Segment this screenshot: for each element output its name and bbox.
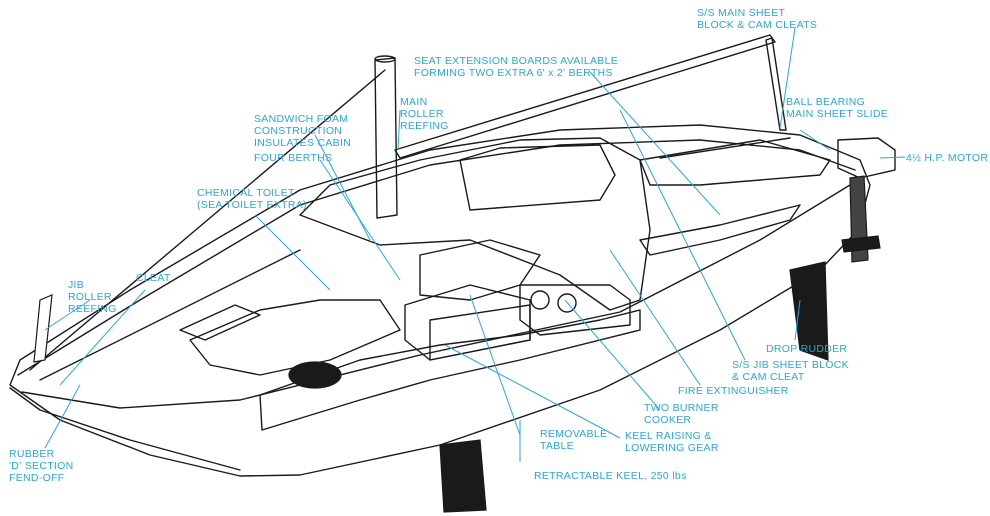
motor-prop xyxy=(841,235,881,253)
label-line: FEND-OFF xyxy=(9,472,65,484)
label-chemical-toilet: CHEMICAL TOILET (SEA TOILET EXTRA) xyxy=(197,187,307,211)
jib-roller xyxy=(33,294,53,363)
label-retractable-keel: RETRACTABLE KEEL, 250 lbs xyxy=(534,470,687,482)
label-four-berths: FOUR BERTHS xyxy=(254,152,332,164)
label-line: CHEMICAL TOILET xyxy=(197,187,295,199)
rail xyxy=(39,249,301,381)
label-line: BALL BEARING xyxy=(786,96,866,108)
label-line: DROP RUDDER xyxy=(766,343,848,355)
label-line: FORMING TWO EXTRA 6' x 2' BERTHS xyxy=(414,67,613,79)
label-line: S/S MAIN SHEET xyxy=(697,7,786,19)
label-seat-extension: SEAT EXTENSION BOARDS AVAILABLE FORMING … xyxy=(414,55,618,79)
aft-berth xyxy=(639,204,801,256)
label-line: TWO BURNER xyxy=(644,402,719,414)
label-line: REEFING xyxy=(68,303,117,315)
label-line: CLEAT xyxy=(136,272,171,284)
gunwale xyxy=(17,139,856,376)
label-line: SANDWICH FOAM xyxy=(254,113,349,125)
label-line: (SEA TOILET EXTRA) xyxy=(197,199,307,211)
label-line: COOKER xyxy=(644,414,692,426)
berth-cushion xyxy=(189,299,401,376)
label-line: S/S JIB SHEET BLOCK xyxy=(732,359,849,371)
label-line: 4½ H.P. MOTOR xyxy=(906,152,989,164)
table-side xyxy=(429,304,531,361)
cockpit-thwart xyxy=(659,137,791,159)
label-fire-extinguisher: FIRE EXTINGUISHER xyxy=(678,385,789,397)
mast xyxy=(374,57,398,219)
label-line: & CAM CLEAT xyxy=(732,371,805,383)
label-jib-sheet-block: S/S JIB SHEET BLOCK & CAM CLEAT xyxy=(732,359,849,383)
label-line: MAIN xyxy=(400,96,428,108)
fend-off xyxy=(9,387,241,471)
burner-2 xyxy=(557,293,577,313)
label-line: BLOCK & CAM CLEATS xyxy=(697,19,818,31)
label-line: JIB xyxy=(68,279,85,291)
leader-lines xyxy=(44,27,906,462)
label-main-roller: MAIN ROLLER REEFING xyxy=(400,96,449,132)
label-line: FIRE EXTINGUISHER xyxy=(678,385,789,397)
label-line: KEEL RAISING & xyxy=(625,430,712,442)
fore-hatch xyxy=(179,304,261,341)
label-keel-gear: KEEL RAISING & LOWERING GEAR xyxy=(625,430,719,454)
label-line: INSULATES CABIN xyxy=(254,137,352,149)
label-ball-bearing: BALL BEARING MAIN SHEET SLIDE xyxy=(786,96,888,120)
label-line: ROLLER xyxy=(400,108,444,120)
label-sandwich-foam: SANDWICH FOAM CONSTRUCTION INSULATES CAB… xyxy=(254,113,351,149)
main-sheet-strut xyxy=(765,37,787,131)
label-line: 'D' SECTION xyxy=(9,460,74,472)
label-jib-roller: JIB ROLLER REEFING xyxy=(68,279,117,315)
label-line: CONSTRUCTION xyxy=(254,125,343,137)
label-removable-table: REMOVABLE TABLE xyxy=(540,428,607,452)
label-line: REEFING xyxy=(400,120,449,132)
label-main-sheet-block: S/S MAIN SHEET BLOCK & CAM CLEATS xyxy=(697,7,817,31)
label-line: REMOVABLE xyxy=(540,428,608,440)
burner-1 xyxy=(530,290,550,310)
label-line: SEAT EXTENSION BOARDS AVAILABLE xyxy=(414,55,619,67)
forestay xyxy=(29,69,386,371)
interior-well xyxy=(259,309,641,431)
toilet xyxy=(288,361,342,389)
label-line: FOUR BERTHS xyxy=(254,152,333,164)
motor-head xyxy=(837,137,896,179)
cooker-box xyxy=(519,284,631,336)
label-line: RUBBER xyxy=(9,448,55,460)
gunwale-inner xyxy=(21,184,851,409)
cabin-roof xyxy=(299,137,651,311)
label-line: LOWERING GEAR xyxy=(625,442,719,454)
label-motor: 4½ H.P. MOTOR xyxy=(906,152,988,164)
label-line: TABLE xyxy=(540,440,574,452)
keel xyxy=(439,439,487,513)
label-cleat: CLEAT xyxy=(136,272,171,284)
label-line: ROLLER xyxy=(68,291,112,303)
label-line: RETRACTABLE KEEL, 250 lbs xyxy=(534,470,687,482)
label-drop-rudder: DROP RUDDER xyxy=(766,343,847,355)
label-two-burner: TWO BURNER COOKER xyxy=(644,402,719,426)
label-line: MAIN SHEET SLIDE xyxy=(786,108,889,120)
boom xyxy=(394,34,776,159)
berth-cushion-2 xyxy=(419,239,541,301)
cockpit-seat xyxy=(639,139,831,186)
label-rubber-section: RUBBER 'D' SECTION FEND-OFF xyxy=(9,448,73,484)
cabin-window xyxy=(459,144,616,211)
mast-top xyxy=(374,55,396,63)
